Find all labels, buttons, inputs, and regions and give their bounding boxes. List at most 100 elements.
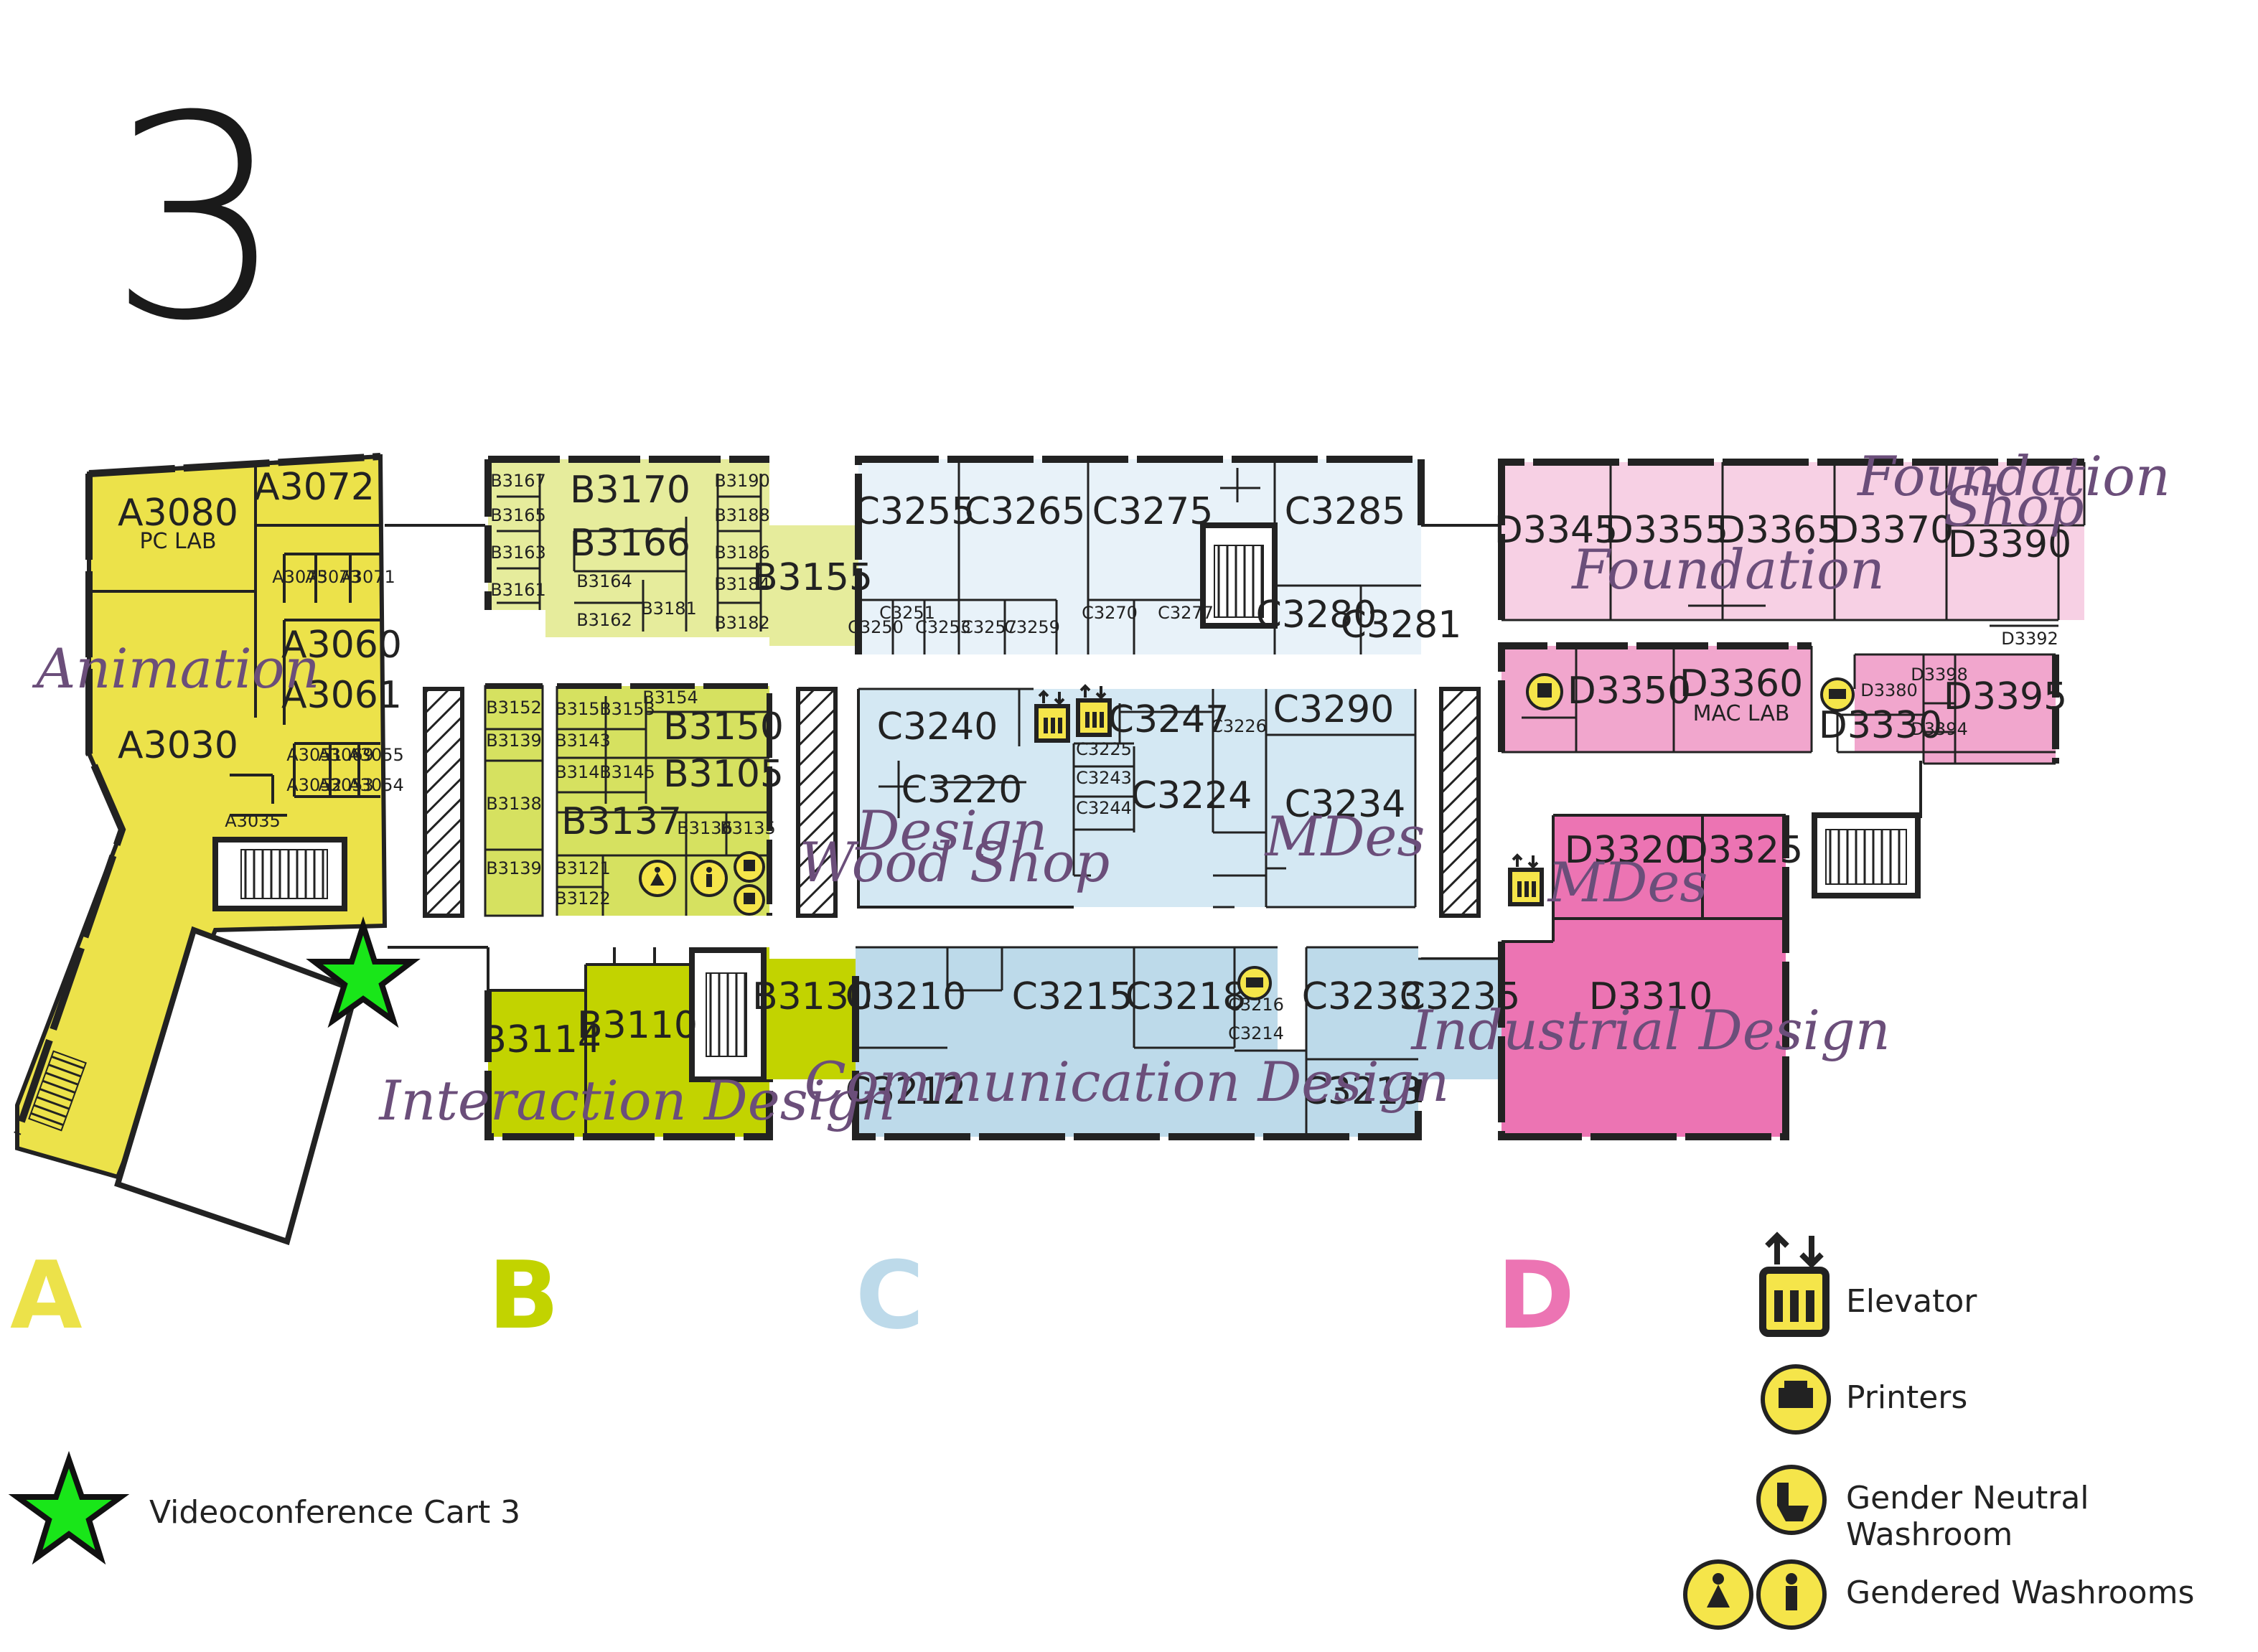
room-c3285: C3285 [1285, 490, 1406, 533]
room-d3325: D3325 [1680, 829, 1803, 872]
wing-label-c: C [856, 1241, 924, 1350]
room-d3370: D3370 [1830, 509, 1954, 552]
room-b3114: B3114 [481, 1018, 601, 1061]
room-d3350: D3350 [1568, 670, 1691, 713]
male-washroom-icon [1756, 1559, 1827, 1630]
room-c3218: C3218 [1125, 975, 1247, 1018]
room-d3355: D3355 [1605, 509, 1728, 552]
program-communication-design: Communication Design [805, 1050, 1450, 1114]
program-design-wood-shop-line1: Design [855, 799, 1048, 863]
program-industrial-design: Industrial Design [1410, 998, 1890, 1062]
room-d3390: D3390 [1948, 523, 2071, 566]
room-c3265: C3265 [965, 490, 1086, 533]
elevator-icon [1759, 1231, 1830, 1337]
room-c3213: C3213 [1302, 1070, 1423, 1113]
program-interaction-design: Interaction Design [378, 1069, 895, 1132]
room-a3061: A3061 [281, 674, 402, 717]
room-c3224: C3224 [1131, 774, 1252, 817]
legend-videoconference-label: Videoconference Cart 3 [149, 1494, 521, 1531]
room-b3165: B3165 [490, 505, 546, 525]
room-b3153: B3153 [599, 699, 655, 719]
room-b3136: B3136 [677, 818, 733, 838]
room-b3162: B3162 [576, 610, 632, 630]
room-a3069: A3069 [318, 745, 374, 765]
room-d3392: D3392 [2001, 629, 2058, 649]
room-b3152: B3152 [486, 698, 542, 718]
room-a3075: A3075 [272, 567, 328, 587]
wing-label-d: D [1497, 1241, 1575, 1350]
room-d3320: D3320 [1565, 829, 1688, 872]
room-b3151: B3151 [555, 699, 611, 719]
room-c3251: C3251 [879, 603, 935, 623]
gender-neutral-washroom-icon [734, 851, 765, 883]
program-animation: Animation [32, 637, 319, 700]
room-a3071: A3071 [339, 567, 395, 587]
wing-label-a: A [10, 1241, 83, 1350]
corridor-lines [385, 524, 1922, 990]
room-d3395: D3395 [1944, 675, 2067, 718]
room-b3163: B3163 [490, 543, 546, 563]
room-a3054: A3054 [348, 775, 404, 795]
room-c3281: C3281 [1341, 604, 1462, 647]
room-a3073: A3073 [305, 567, 361, 587]
room-c3225: C3225 [1076, 739, 1132, 759]
legend-gendered-label: Gendered Washrooms [1846, 1574, 2195, 1611]
room-b3167: B3167 [490, 471, 546, 491]
male-washroom-icon [690, 860, 728, 897]
room-c3233: C3233 [1302, 975, 1423, 1018]
room-a3072: A3072 [254, 466, 375, 509]
room-c3259: C3259 [1004, 617, 1060, 637]
room-b3150: B3150 [663, 705, 784, 748]
printer-icon [1820, 677, 1855, 712]
legend-elevator-label: Elevator [1846, 1283, 1977, 1320]
elevator-icon [1034, 690, 1070, 743]
room-b3139b: B3139 [486, 858, 542, 878]
room-d3310: D3310 [1589, 975, 1713, 1018]
room-b3105: B3105 [663, 753, 784, 796]
female-washroom-icon [639, 860, 676, 897]
room-c3240: C3240 [877, 705, 998, 748]
room-c3212: C3212 [845, 1070, 967, 1113]
room-d3360: D3360 [1680, 662, 1803, 705]
program-labels: Animation Design Wood Shop MDes Foundati… [32, 444, 2170, 1132]
room-d3345: D3345 [1494, 509, 1618, 552]
map-icons [306, 673, 1855, 1028]
room-c3270: C3270 [1082, 603, 1138, 623]
room-a3060: A3060 [281, 624, 402, 667]
program-design-wood-shop-line2: Wood Shop [800, 830, 1110, 894]
program-foundation-shop-line2: Shop [1944, 474, 2084, 538]
program-mdes-d: MDes [1547, 850, 1708, 914]
program-foundation-shop-line1: Foundation [1856, 444, 2170, 508]
room-c3210: C3210 [845, 975, 967, 1018]
room-c3220: C3220 [901, 769, 1023, 812]
videoconference-cart-star-icon [8, 1450, 130, 1565]
room-b3164: B3164 [576, 571, 632, 591]
printer-icon [1761, 1364, 1831, 1435]
room-a3080: A3080 [118, 492, 238, 535]
room-c3214: C3214 [1228, 1023, 1284, 1043]
room-b3130: B3130 [752, 975, 873, 1018]
room-b3138: B3138 [486, 794, 542, 814]
female-washroom-icon [1683, 1559, 1753, 1630]
room-d3394: D3394 [1911, 719, 1968, 739]
floor-number: 3 [108, 56, 286, 382]
room-c3290: C3290 [1273, 688, 1395, 731]
room-b3145: B3145 [599, 762, 655, 782]
wing-label-b: B [488, 1241, 560, 1350]
wing-b [484, 456, 858, 1140]
room-b3139a: B3139 [486, 731, 542, 751]
gender-neutral-washroom-icon [1526, 673, 1563, 710]
elevator-icon [1076, 684, 1112, 737]
room-b3170: B3170 [570, 469, 690, 512]
room-b3155: B3155 [752, 556, 873, 599]
wing-d [1498, 459, 2086, 1140]
room-d3380: D3380 [1860, 680, 1918, 700]
room-c3243: C3243 [1076, 768, 1132, 788]
room-b3137: B3137 [561, 800, 682, 843]
room-b3121: B3121 [555, 858, 611, 878]
room-b3190: B3190 [714, 471, 770, 491]
room-c3235: C3235 [1400, 975, 1521, 1018]
room-d3398: D3398 [1911, 665, 1968, 685]
room-b3154: B3154 [642, 687, 698, 708]
